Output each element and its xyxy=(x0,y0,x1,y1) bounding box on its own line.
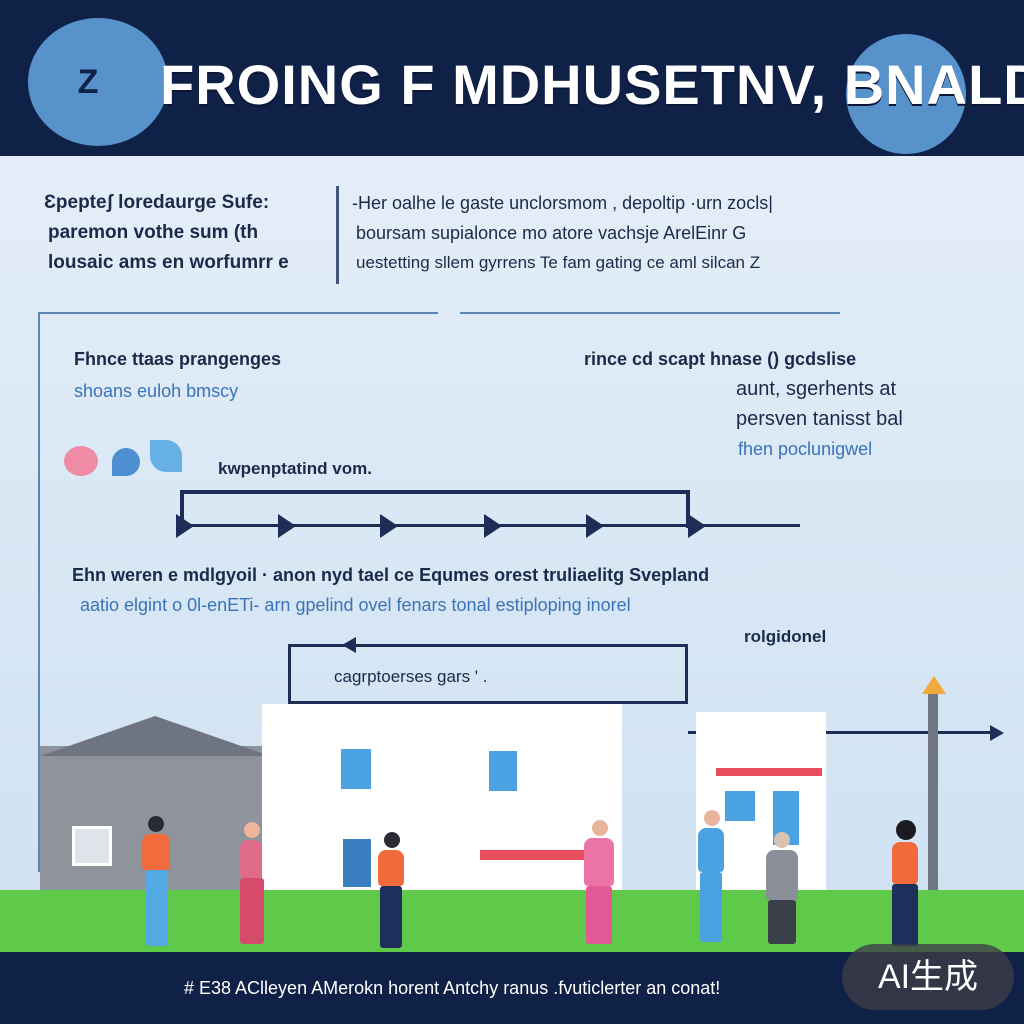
section2-tag: rolgidonel xyxy=(744,627,827,646)
house-window-2 xyxy=(486,748,520,794)
white-house-main xyxy=(262,704,622,890)
grey-house-roof xyxy=(40,716,270,756)
connector-right-line xyxy=(688,731,998,734)
grass xyxy=(0,890,1024,952)
intro-right-line-2: boursam supialonce mo atore vachsje Arel… xyxy=(356,223,747,243)
intro-right-line-1: -Her oalhe le gaste unclorsmom , depolti… xyxy=(352,193,773,213)
decorative-blob-right xyxy=(846,34,966,154)
intro-left-line-3: lousaic ams en worfumrr e xyxy=(48,252,289,273)
section2-line-1: Ehn weren e mdlgyoil · anon nyd tael ce … xyxy=(72,565,710,585)
frame-top-edge xyxy=(38,312,438,314)
person-7 xyxy=(884,820,928,948)
arrow-left-icon xyxy=(342,637,356,653)
connector-box xyxy=(288,644,688,704)
ai-generated-badge: AI生成 xyxy=(842,944,1014,1010)
section1-heading: Fhnce ttaas prangenges xyxy=(74,349,282,369)
timeline-marker-2 xyxy=(278,514,296,538)
section2-line-2: aatio elgint o 0l-enETi- arn gpelind ove… xyxy=(80,595,631,615)
house-window-1 xyxy=(338,746,374,792)
section1-right-line-1: aunt, sgerhents at xyxy=(736,378,897,400)
section1-subheading: shoans euloh bmscy xyxy=(74,381,239,401)
house-door xyxy=(340,836,374,890)
timeline-marker-1 xyxy=(176,514,194,538)
timeline-marker-3 xyxy=(380,514,398,538)
leaf-icon xyxy=(150,440,182,472)
person-6 xyxy=(760,832,806,946)
timeline-marker-5 xyxy=(586,514,604,538)
house-window-3 xyxy=(722,788,758,824)
footer-text: # E38 AClleyen AMerokn horent Antchy ran… xyxy=(184,978,721,998)
person-3 xyxy=(374,832,414,948)
main-panel: Ɛpepteʃ loredaurge Sufe: paremon vothe s… xyxy=(0,156,1024,952)
timeline-marker-6 xyxy=(688,514,706,538)
section1-right-line-2: persven tanisst bal xyxy=(736,408,903,430)
timeline-marker-4 xyxy=(484,514,502,538)
timeline-top-rail xyxy=(180,490,690,494)
person-2 xyxy=(234,822,274,946)
grey-house-window xyxy=(72,826,112,866)
frame-top-edge-right xyxy=(460,312,840,314)
person-5 xyxy=(694,810,734,946)
section1-right-subheading: fhen poclunigwel xyxy=(738,439,873,459)
person-1 xyxy=(138,816,178,946)
intro-left-line-1: Ɛpepteʃ loredaurge Sufe: xyxy=(44,192,270,213)
red-stripe xyxy=(480,850,600,860)
lamp-icon xyxy=(922,676,946,694)
timeline-left-post xyxy=(180,490,184,528)
drop-icon xyxy=(112,448,140,476)
decorative-blob-left xyxy=(28,18,168,146)
logo-icon: Z xyxy=(77,63,99,101)
connector-box-top xyxy=(288,644,688,647)
intro-divider xyxy=(336,186,339,284)
header-banner: Z FROING F MDHUSETNV, BNALD xyxy=(0,0,1024,156)
section1-right-heading: rince cd scapt hnase () gcdslise xyxy=(584,349,857,369)
arrow-right-icon xyxy=(990,725,1004,741)
person-4 xyxy=(578,820,622,946)
intro-left-line-2: paremon vothe sum (th xyxy=(48,222,259,243)
frame-left-edge xyxy=(38,312,40,872)
heart-icon xyxy=(64,446,98,476)
street-pole xyxy=(928,690,938,908)
connector-label: cagrptoerses gars ' . xyxy=(334,667,488,686)
timeline-label: kwpenptatind vom. xyxy=(218,459,372,478)
red-awning xyxy=(716,768,822,776)
intro-right-line-3: uestetting sllem gyrrens Te fam gating c… xyxy=(356,253,761,272)
page-title: FROING F MDHUSETNV, BNALD xyxy=(160,53,1024,116)
timeline-right-post xyxy=(686,490,690,528)
